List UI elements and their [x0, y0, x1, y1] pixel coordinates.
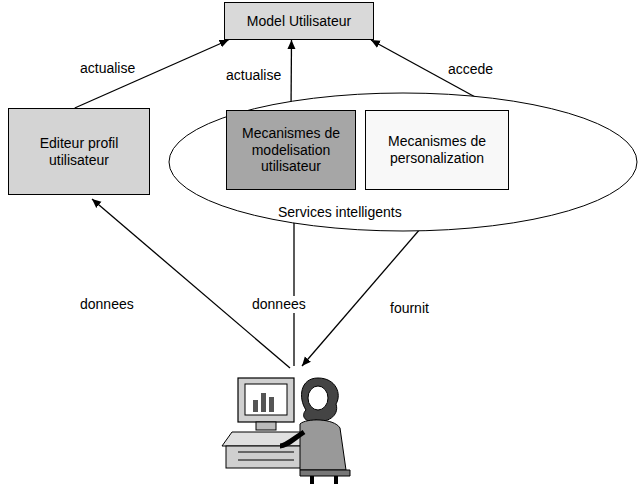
personalization-box: Mecanismes de personalization: [365, 110, 509, 190]
box-label: Mecanismes de personalization: [371, 133, 503, 167]
update-arrow: [290, 40, 292, 110]
arrow-label: fournit: [388, 300, 431, 317]
box-label: Model Utilisateur: [247, 13, 351, 30]
modeling-box: Mecanismes de modelisation utilisateur: [226, 110, 356, 190]
box-label: Mecanismes de modelisation utilisateur: [232, 125, 350, 175]
box-label: Editeur profil utilisateur: [14, 135, 144, 169]
computer-icon: [222, 378, 310, 468]
model-box: Model Utilisateur: [224, 2, 374, 40]
update-arrow: [75, 40, 229, 108]
arrow-label: donnees: [250, 296, 308, 313]
services-ellipse: Services intelligents Mecanismes de model…: [168, 92, 638, 232]
edge-label: actualise: [224, 67, 283, 84]
group-label: Services intelligents: [278, 204, 402, 221]
edge-label: actualise: [78, 60, 137, 77]
user-figure: [280, 378, 350, 484]
editor-box: Editeur profil utilisateur: [8, 108, 150, 195]
data-arrow: [92, 199, 290, 368]
edge-label: accede: [446, 61, 495, 78]
arrow-label: donnees: [78, 296, 136, 313]
